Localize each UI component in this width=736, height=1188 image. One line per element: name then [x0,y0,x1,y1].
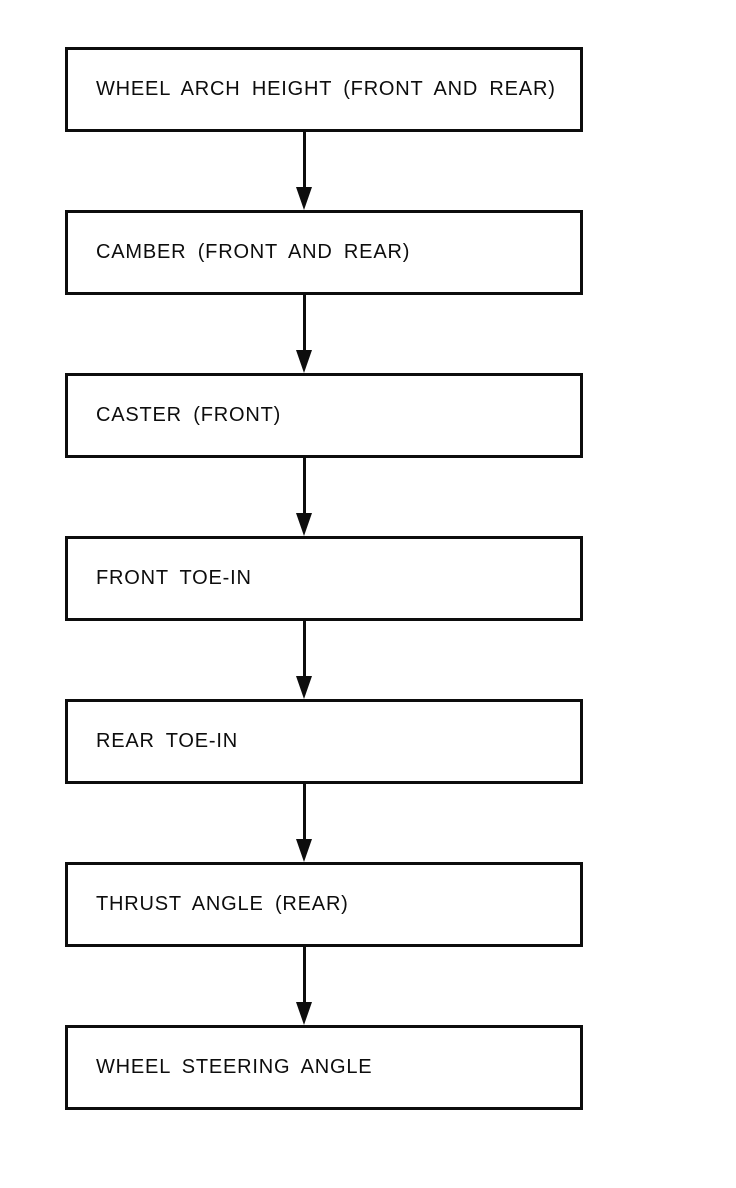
arrow-line [302,295,306,350]
arrow-line [302,132,306,187]
arrow-line [302,947,306,1002]
arrow-line [302,621,306,676]
arrow-line [302,784,306,839]
flow-node-label: WHEEL STEERING ANGLE [96,1056,373,1078]
arrow-head [296,350,312,373]
down-arrow-icon [295,295,313,373]
flow-node-wheel-steering-angle: WHEEL STEERING ANGLE [65,1025,583,1110]
flow-node-label: REAR TOE-IN [96,730,238,752]
flow-node-caster: CASTER (FRONT) [65,373,583,458]
flow-node-label: CAMBER (FRONT AND REAR) [96,241,411,263]
down-arrow-icon [295,947,313,1025]
down-arrow-icon [295,132,313,210]
down-arrow-icon [295,621,313,699]
flow-node-label: WHEEL ARCH HEIGHT (FRONT AND REAR) [96,78,556,100]
down-arrow-icon [295,784,313,862]
flow-node-front-toe-in: FRONT TOE-IN [65,536,583,621]
arrow-head [296,513,312,536]
flow-node-wheel-arch-height: WHEEL ARCH HEIGHT (FRONT AND REAR) [65,47,583,132]
arrow-head [296,1002,312,1025]
arrow-head [296,187,312,210]
flow-node-rear-toe-in: REAR TOE-IN [65,699,583,784]
arrow-line [302,458,306,513]
down-arrow-icon [295,458,313,536]
flow-node-thrust-angle: THRUST ANGLE (REAR) [65,862,583,947]
arrow-head [296,839,312,862]
flow-node-camber: CAMBER (FRONT AND REAR) [65,210,583,295]
flow-node-label: CASTER (FRONT) [96,404,282,426]
flow-node-label: FRONT TOE-IN [96,567,252,589]
arrow-head [296,676,312,699]
flow-node-label: THRUST ANGLE (REAR) [96,893,349,915]
